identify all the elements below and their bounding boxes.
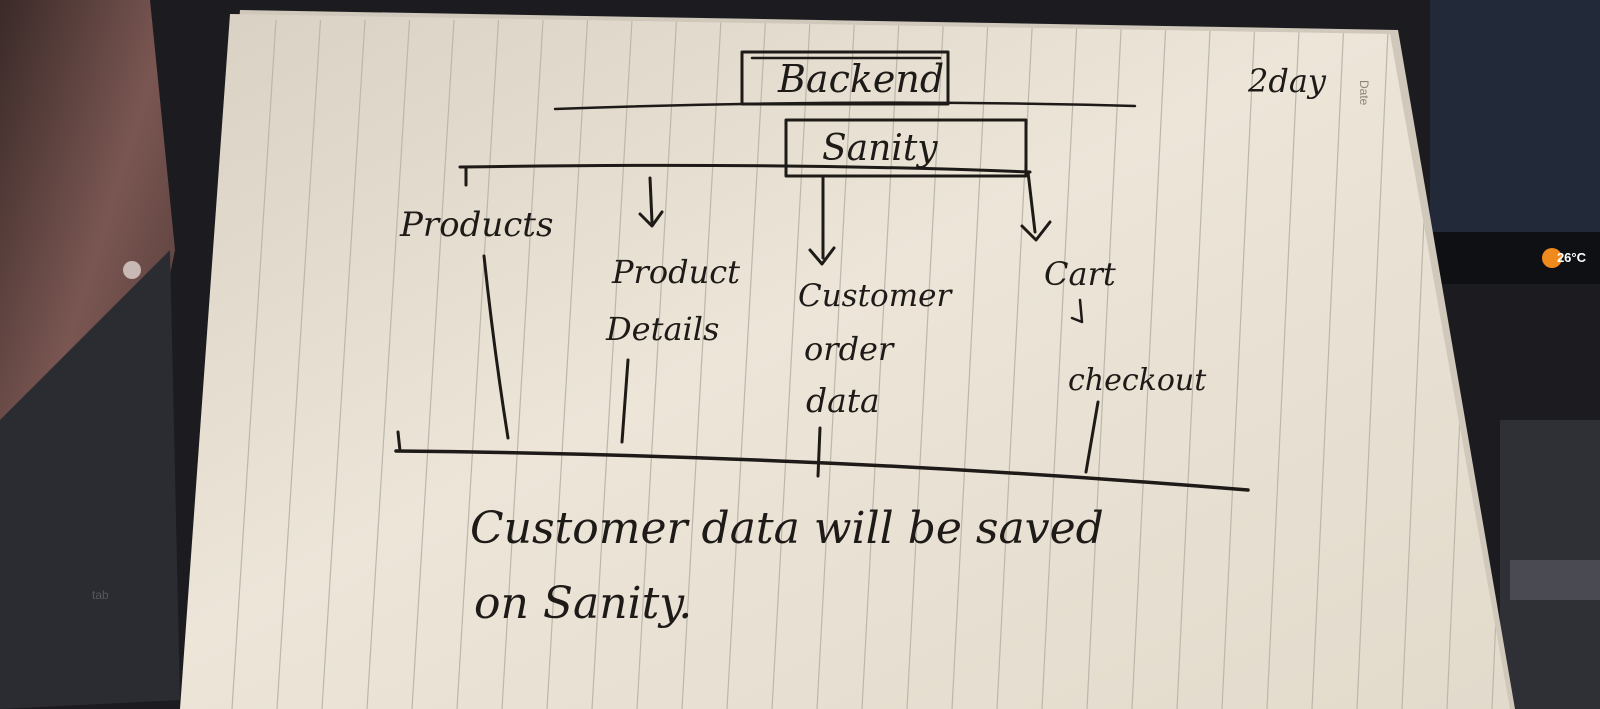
rule-line: [681, 19, 722, 709]
rule-line: [1086, 19, 1123, 709]
arrow-head: [1020, 220, 1052, 242]
branch-products: Products: [399, 205, 553, 245]
rule-line: [1041, 19, 1078, 709]
rule-line: [411, 19, 455, 709]
branch-cart-checkout: Cart checkout: [1044, 255, 1207, 398]
branch-label: data: [806, 381, 880, 420]
rule-line: [906, 19, 945, 709]
branch-label: Details: [605, 310, 719, 348]
products-line: [482, 254, 510, 440]
sanity-box: [784, 118, 1028, 178]
rule-line: [726, 19, 767, 709]
rule-line: [366, 19, 411, 709]
branch-label: Cart: [1044, 255, 1116, 293]
laptop-temperature: 26°C: [1556, 250, 1586, 265]
laptop-screen: [1430, 0, 1600, 260]
rule-line: [1356, 19, 1390, 709]
branch-connector: [1026, 170, 1037, 234]
rule-line: [501, 19, 544, 709]
header-underline: [553, 101, 1137, 111]
order-data-line: [816, 426, 822, 478]
tablet-edge: [0, 250, 180, 709]
weather-icon: [1542, 248, 1562, 268]
date-label: Date: [1357, 80, 1371, 106]
backend-title: Backend: [777, 57, 944, 101]
base-line-tick: [396, 430, 402, 453]
rule-line: [951, 19, 989, 709]
sanity-node: Sanity: [784, 118, 1028, 178]
rule-line: [591, 19, 633, 709]
arrow-head: [808, 246, 836, 266]
rule-line: [1311, 19, 1345, 709]
branch-label: Product: [611, 253, 740, 291]
keyboard-key-label: tab: [92, 588, 109, 602]
backend-node: Backend: [740, 50, 950, 106]
checkout-line: [1084, 400, 1100, 474]
rule-line: [321, 19, 366, 709]
rule-line: [816, 19, 856, 709]
rule-line: [636, 19, 678, 709]
day-note: 2day: [1247, 62, 1327, 100]
rule-line: [1131, 19, 1167, 709]
branch-product-details: Product Details: [605, 253, 740, 348]
rule-line: [1266, 19, 1301, 709]
rule-line: [771, 19, 811, 709]
conclusion-line-2: on Sanity.: [474, 578, 692, 629]
rule-line: [546, 19, 589, 709]
branch-bar: [458, 163, 1032, 174]
sanity-title: Sanity: [822, 128, 938, 169]
arrow-head: [1070, 298, 1084, 324]
branch-customer-order-data: Customer order data: [798, 278, 953, 420]
base-line: [394, 449, 1250, 492]
details-line: [620, 358, 630, 444]
cloth-dot: [123, 261, 141, 279]
branch-label: order: [804, 330, 895, 368]
arrow-head: [638, 210, 664, 228]
rule-line: [276, 19, 322, 709]
branch-connector: [648, 176, 654, 224]
laptop-taskbar: [1430, 232, 1600, 284]
branch-label: Products: [399, 205, 553, 245]
rule-line: [1176, 19, 1212, 709]
conclusion-line-1: Customer data will be saved: [470, 503, 1104, 554]
laptop-keyboard: [1510, 560, 1600, 600]
rule-line: [231, 19, 277, 709]
rule-line: [1221, 19, 1256, 709]
rule-line: [456, 19, 500, 709]
branch-label: checkout: [1068, 363, 1207, 398]
branch-label: Customer: [798, 278, 953, 314]
rule-line: [861, 19, 900, 709]
